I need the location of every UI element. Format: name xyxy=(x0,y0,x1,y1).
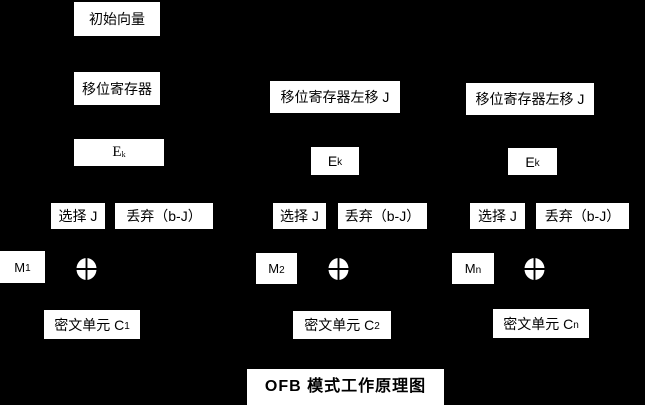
discard-box-2: 丢弃（b-J） xyxy=(338,203,427,229)
encrypt-label-2: E xyxy=(327,153,338,169)
initial-vector-label: 初始向量 xyxy=(89,11,145,27)
discard-box-1: 丢弃（b-J） xyxy=(115,203,213,229)
select-j-label-2: 选择 J xyxy=(280,208,319,224)
message-label-n: M xyxy=(464,261,476,276)
select-j-box-1: 选择 J xyxy=(51,203,105,229)
shift-register-label-2: 移位寄存器左移 J xyxy=(280,89,390,105)
encrypt-label-1: E xyxy=(112,144,122,160)
select-j-box-2: 选择 J xyxy=(273,203,326,229)
message-label-1: M xyxy=(14,259,26,275)
xor-icon xyxy=(328,258,349,280)
discard-label-2: 丢弃（b-J） xyxy=(344,208,421,224)
shift-register-label-3: 移位寄存器左移 J xyxy=(475,91,585,107)
message-label-2: M xyxy=(268,261,280,276)
ciphertext-label-2: 密文单元 C xyxy=(304,317,375,333)
discard-label-3: 丢弃（b-J） xyxy=(544,208,621,224)
select-j-label-3: 选择 J xyxy=(478,208,517,224)
ciphertext-label-1: 密文单元 C xyxy=(54,316,125,333)
select-j-label-1: 选择 J xyxy=(58,208,98,224)
discard-box-3: 丢弃（b-J） xyxy=(536,203,629,229)
shift-register-box-3: 移位寄存器左移 J xyxy=(466,83,594,115)
select-j-box-3: 选择 J xyxy=(470,203,525,229)
diagram-title-label: OFB 模式工作原理图 xyxy=(264,378,427,395)
shift-register-label-1: 移位寄存器 xyxy=(82,80,152,97)
initial-vector-box: 初始向量 xyxy=(74,2,160,36)
discard-label-1: 丢弃（b-J） xyxy=(126,208,202,224)
encrypt-label-3: E xyxy=(525,153,535,170)
xor-icon xyxy=(76,258,97,280)
shift-register-box-2: 移位寄存器左移 J xyxy=(270,81,400,113)
diagram-title: OFB 模式工作原理图 xyxy=(247,369,444,405)
shift-register-box-1: 移位寄存器 xyxy=(74,72,160,105)
ciphertext-label-n: 密文单元 C xyxy=(503,315,574,332)
xor-icon xyxy=(524,258,545,280)
